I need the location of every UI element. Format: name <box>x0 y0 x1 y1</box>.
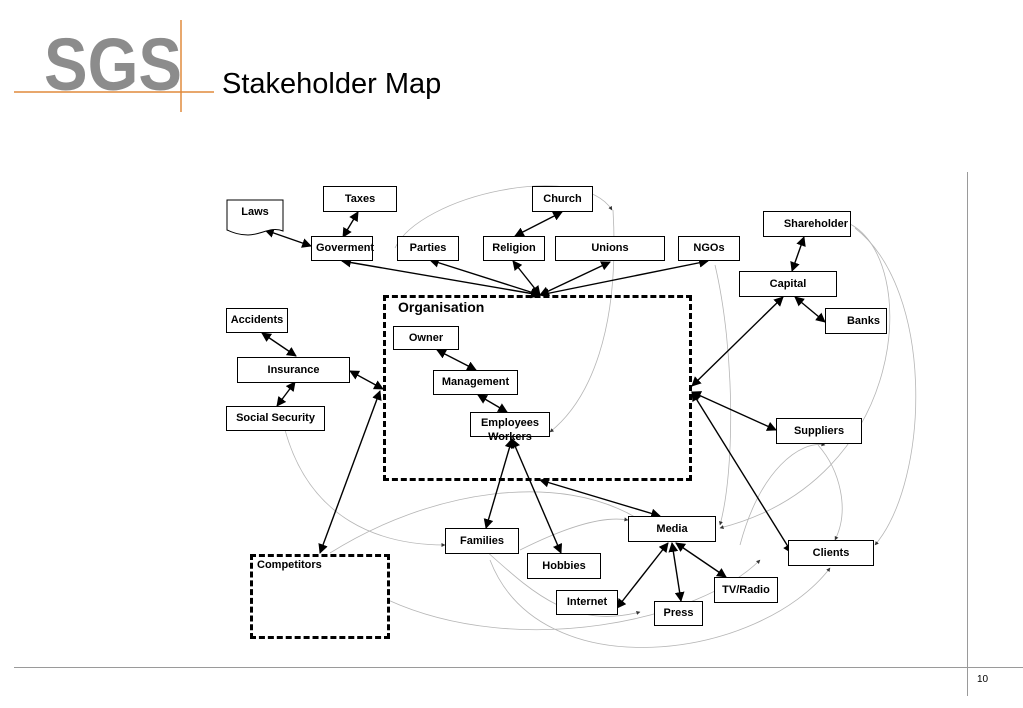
node-banks: Banks <box>825 308 887 334</box>
node-employees-workers: Employees Workers <box>470 412 550 443</box>
node-press: Press <box>654 601 703 626</box>
node-clients: Clients <box>788 540 874 566</box>
vertical-rule <box>967 172 968 696</box>
node-parties: Parties <box>397 236 459 261</box>
competitors-box <box>250 554 390 639</box>
node-media: Media <box>628 516 716 542</box>
employees-label: Employees <box>480 417 540 429</box>
workers-label: Workers <box>488 431 532 443</box>
node-competitors: Competitors <box>257 559 322 571</box>
node-church: Church <box>532 186 593 212</box>
node-suppliers: Suppliers <box>776 418 862 444</box>
node-government: Goverment <box>311 236 374 261</box>
node-religion: Religion <box>483 236 545 261</box>
footer-rule <box>14 667 1023 668</box>
organisation-label: Organisation <box>398 299 485 315</box>
node-unions: Unions <box>555 236 665 261</box>
node-internet: Internet <box>556 590 618 615</box>
node-capital: Capital <box>739 271 837 297</box>
node-hobbies: Hobbies <box>527 553 601 579</box>
node-ngos: NGOs <box>678 236 740 261</box>
node-tv-radio: TV/Radio <box>714 577 778 603</box>
node-insurance: Insurance <box>237 357 350 383</box>
page-number: 10 <box>977 674 989 685</box>
page-title: Stakeholder Map <box>222 68 442 100</box>
sgs-logo: SGS <box>14 20 214 112</box>
node-families: Families <box>445 528 519 554</box>
node-shareholder: Shareholder <box>763 211 851 237</box>
laws-document-shape <box>226 199 284 236</box>
node-social-security: Social Security <box>226 406 325 431</box>
organisation-box <box>383 295 692 481</box>
node-management: Management <box>433 370 518 395</box>
node-taxes: Taxes <box>323 186 397 212</box>
node-owner: Owner <box>393 326 459 350</box>
node-laws: Laws <box>241 206 269 218</box>
logo-text: SGS <box>44 23 182 106</box>
node-accidents: Accidents <box>226 308 288 333</box>
